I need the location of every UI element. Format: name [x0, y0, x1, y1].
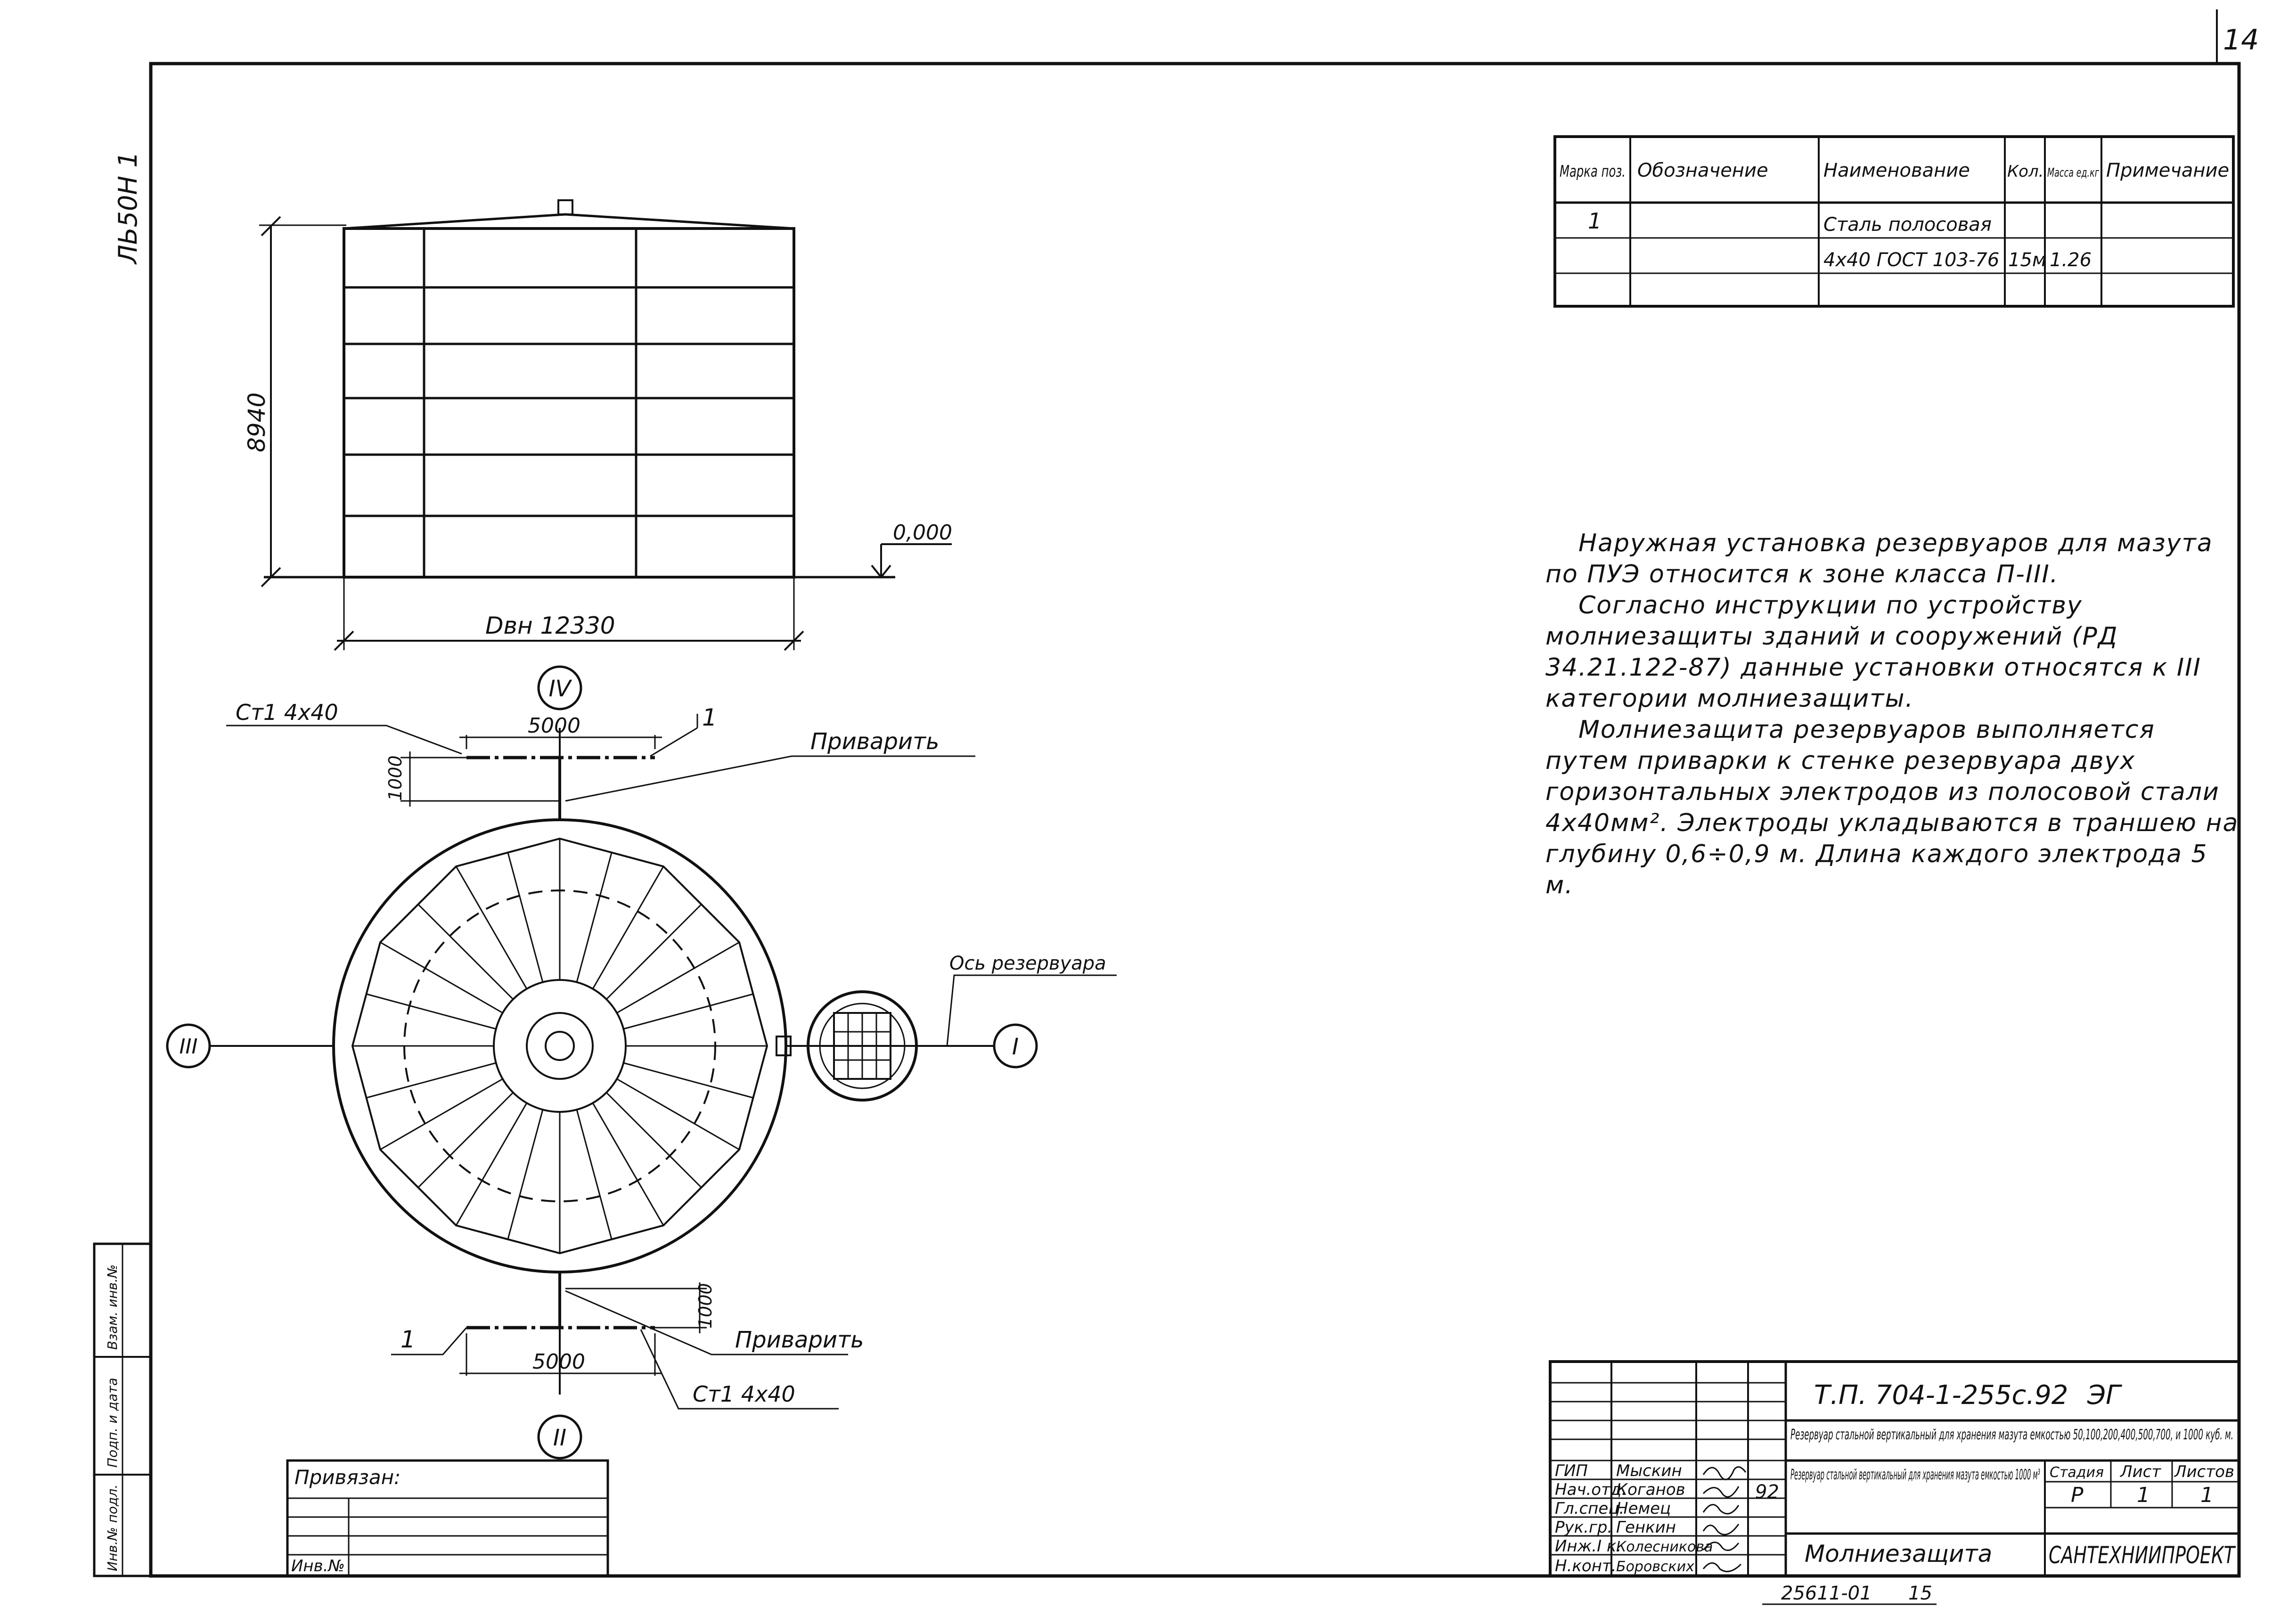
- spec-header-qty: Кол.: [2007, 162, 2043, 181]
- bottom-strip-weld: Приварить: [735, 1327, 864, 1353]
- stamp-replace-inv: Взам. инв.№: [105, 1265, 120, 1350]
- name-1: Мыскин: [1616, 1461, 1682, 1480]
- diameter-dim: Dвн 12330: [485, 612, 615, 639]
- top-strip-material: Ст1 4х40: [236, 700, 338, 725]
- sheet-frame: [149, 62, 2241, 1578]
- archive-number: 25611-01: [1781, 1583, 1872, 1604]
- name-2: Коганов: [1616, 1480, 1685, 1499]
- spec-header-mass: Масса ед.кг: [2047, 166, 2099, 180]
- axis-marker-left: [166, 1023, 211, 1069]
- height-dim: 8940: [243, 392, 270, 452]
- attached-caption: Привязан:: [294, 1466, 400, 1489]
- left-stamp: Инв.№ подл. Подп. и дата Взам. инв.№: [93, 1242, 152, 1577]
- sheets-value: 1: [2200, 1483, 2214, 1507]
- top-strip-length: 5000: [528, 714, 580, 738]
- project-code: Т.П. 704-1-255с.92: [1814, 1380, 2068, 1411]
- axis-label-bottom: II: [553, 1425, 566, 1451]
- sheets-header: Листов: [2174, 1462, 2234, 1481]
- tank-roof: [343, 213, 794, 230]
- role-4: Рук.гр.: [1555, 1518, 1612, 1537]
- roof-hatch: [557, 199, 573, 215]
- name-6: Боровских: [1616, 1559, 1694, 1575]
- side-equipment: [807, 990, 918, 1102]
- axis-label-top: IV: [549, 676, 572, 702]
- role-1: ГИП: [1555, 1461, 1588, 1480]
- role-5: Инж.I к.: [1555, 1537, 1621, 1556]
- project-mark: ЭГ: [2087, 1380, 2122, 1411]
- role-2: Нач.отд.: [1555, 1480, 1626, 1499]
- sheet-title: Резервуар стальной вертикальный для хран…: [1790, 1467, 2040, 1483]
- stage-value: Р: [2071, 1483, 2084, 1507]
- side-stamp: ЛЬ50Н 1: [113, 152, 143, 265]
- roof-center-inner: [526, 1012, 594, 1080]
- spec-header-mark: Марка поз.: [1560, 162, 1626, 181]
- tank-elevation: 8940 Dвн 12330 0,000: [243, 199, 952, 651]
- axis-marker-bottom: [537, 1414, 582, 1460]
- name-4: Генкин: [1616, 1518, 1676, 1537]
- attachment-block: Привязан: Инв.№: [286, 1459, 609, 1577]
- title-block: ГИП Нач.отд. Гл.спец. Рук.гр. Инж.I к. Н…: [1549, 1360, 2240, 1577]
- drawing-name: Молниезащита: [1805, 1540, 1992, 1567]
- tank-axis-label: Ось резервуара: [949, 953, 1106, 974]
- bottom-strip-position: 1: [400, 1326, 416, 1353]
- spec-table: Марка поз. Обозначение Наименование Кол.…: [1553, 135, 2235, 308]
- tank-plan: IV II III I Ось резервуара 5000 1000 Ст1: [166, 665, 1117, 1460]
- date-cell: 92: [1755, 1481, 1779, 1503]
- bottom-strip-length: 5000: [532, 1350, 585, 1374]
- spec-row1-mark: 1: [1588, 208, 1602, 234]
- note-2: Согласно инструкции по устройству молние…: [1545, 591, 2201, 713]
- stamp-sign-date: Подп. и дата: [105, 1378, 120, 1468]
- axis-label-right: I: [1012, 1034, 1019, 1060]
- project-title: Резервуар стальной вертикальный для хран…: [1790, 1427, 2233, 1443]
- roof-center-ring: [493, 979, 627, 1113]
- note-3: Молниезащита резервуаров выполняется пут…: [1545, 716, 2239, 899]
- level-mark: 0,000: [893, 521, 952, 545]
- spec-row2-name: 4х40 ГОСТ 103-76: [1823, 249, 1999, 271]
- note-1: Наружная установка резервуаров для мазут…: [1545, 529, 2213, 588]
- tank-body: [343, 227, 795, 579]
- axis-marker-top: [537, 665, 582, 710]
- organization: САНТЕХНИИПРОЕКТ: [2049, 1542, 2236, 1569]
- name-3: Немец: [1616, 1499, 1671, 1518]
- spec-header-designation: Обозначение: [1637, 160, 1768, 181]
- axis-label-left: III: [180, 1035, 198, 1059]
- inventory-number: Инв.№: [291, 1557, 345, 1575]
- footer-page: 15: [1908, 1583, 1932, 1604]
- top-strip-weld: Приварить: [810, 728, 939, 755]
- stage-header: Стадия: [2050, 1464, 2104, 1481]
- stamp-inv-original: Инв.№ подл.: [105, 1485, 120, 1571]
- spec-row2-qty: 15м: [2008, 249, 2046, 271]
- top-strip-offset: 1000: [385, 755, 406, 801]
- role-6: Н.конт.: [1555, 1557, 1617, 1575]
- bottom-strip-offset: 1000: [695, 1283, 716, 1329]
- spec-row1-name: Сталь полосовая: [1823, 214, 1992, 236]
- notes-block: Наружная установка резервуаров для мазут…: [1545, 528, 2243, 901]
- page-number: 14: [2223, 24, 2259, 57]
- roof-center-hub: [545, 1031, 575, 1061]
- top-strip-position: 1: [702, 704, 717, 731]
- axis-marker-right: [993, 1023, 1038, 1069]
- spec-header-name: Наименование: [1823, 160, 1970, 181]
- sheet-header: Лист: [2119, 1462, 2161, 1481]
- spec-header-note: Примечание: [2106, 160, 2229, 181]
- spec-row2-mass: 1.26: [2050, 249, 2092, 271]
- sheet-value: 1: [2137, 1483, 2150, 1507]
- bottom-strip-material: Ст1 4х40: [693, 1381, 795, 1407]
- name-5: Колесникова: [1616, 1539, 1713, 1555]
- role-3: Гл.спец.: [1555, 1499, 1624, 1518]
